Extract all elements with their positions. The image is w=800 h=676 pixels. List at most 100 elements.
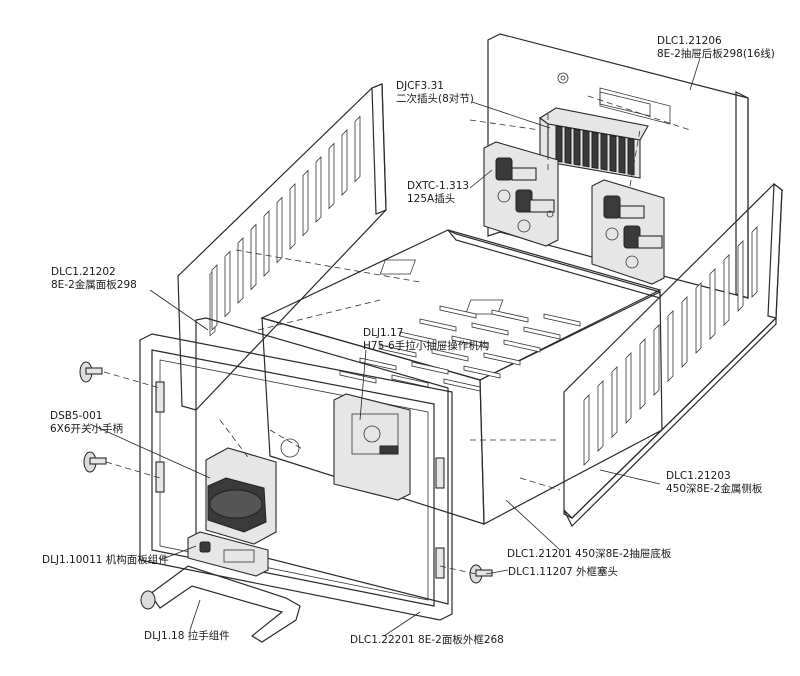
tray-slot xyxy=(451,335,489,349)
plug-tooth xyxy=(591,131,599,169)
label-face-frame-desc: 8E-2面板外框268 xyxy=(418,634,504,646)
right-panel-slot xyxy=(667,310,674,382)
label-frame-plug-code: DLC1.11207 xyxy=(508,566,573,578)
label-rear-panel-desc: 8E-2抽屉后板298(16线) xyxy=(657,48,775,60)
label-main-plug-desc: 125A插头 xyxy=(407,193,456,205)
frame-plug-left-top xyxy=(79,361,103,383)
assembly-dashed-lines xyxy=(103,95,691,575)
frame-plug-left-bottom xyxy=(83,451,107,473)
label-bottom-panel-desc: 450深8E-2抽屉底板 xyxy=(575,548,672,560)
right-panel-slot xyxy=(709,268,716,340)
label-secondary-plug-code: DJCF3.31 xyxy=(396,80,444,92)
leader-lines xyxy=(89,57,701,637)
label-side-panel-code: DLC1.21203 xyxy=(666,470,731,482)
mechanism-face-plate xyxy=(187,531,269,577)
right-panel-slot xyxy=(681,296,688,368)
left-panel-slot xyxy=(224,250,231,318)
right-side-panel xyxy=(563,182,783,528)
label-pull-handle-assembly-text: DLJ1.18 拉手组件 xyxy=(144,630,230,643)
tray-slot xyxy=(439,305,477,319)
right-panel-slot xyxy=(653,324,660,396)
metal-face-panel xyxy=(195,317,449,605)
tray-slot xyxy=(443,378,481,392)
left-panel-slot xyxy=(302,169,309,237)
right-panel-slot xyxy=(611,366,618,438)
label-frame-plug-desc: 外框塞头 xyxy=(576,566,619,578)
tray-slot xyxy=(431,348,469,362)
right-panel-slot xyxy=(751,226,758,298)
left-panel-slot xyxy=(354,115,361,183)
label-bottom-panel-code: DLC1.21201 xyxy=(507,548,572,560)
plug-tooth xyxy=(609,135,617,173)
label-mechanism-panel-assembly-text: DLJ1.10011 机构面板组件 xyxy=(42,554,169,567)
label-main-plug: DXTC-1.313 125A插头 xyxy=(407,180,469,206)
tray-slot xyxy=(359,357,397,371)
right-panel-slot xyxy=(695,282,702,354)
label-frame-plug: DLC1.11207 外框塞头 xyxy=(508,566,618,579)
label-secondary-plug-desc: 二次插头(8对节) xyxy=(396,93,474,105)
label-mechanism-panel-assembly: DLJ1.10011 机构面板组件 xyxy=(42,554,169,567)
label-face-frame: DLC1.22201 8E-2面板外框268 xyxy=(350,634,504,647)
left-panel-slot xyxy=(237,237,244,304)
label-mechanism-panel-assembly-code: DLJ1.10011 xyxy=(42,554,103,566)
label-secondary-plug: DJCF3.31 二次插头(8对节) xyxy=(396,80,474,106)
plug-tooth xyxy=(564,127,572,165)
right-panel-slot xyxy=(583,394,590,466)
left-panel-slot xyxy=(289,183,296,250)
left-panel-slot xyxy=(250,223,257,291)
right-panel-slot xyxy=(723,254,730,326)
label-rear-panel: DLC1.21206 8E-2抽屉后板298(16线) xyxy=(657,35,775,61)
right-panel-slot xyxy=(639,338,646,410)
label-face-frame-code: DLC1.22201 xyxy=(350,634,415,646)
tray-slot xyxy=(483,352,521,366)
tray-slot xyxy=(503,339,541,353)
left-panel-slot xyxy=(263,210,270,277)
label-bottom-panel-text: DLC1.21201 450深8E-2抽屉底板 xyxy=(507,548,671,561)
label-mechanism-panel-assembly-desc: 机构面板组件 xyxy=(105,554,169,566)
right-panel-slot xyxy=(597,380,604,452)
tray-slot xyxy=(491,309,529,323)
label-metal-face-panel: DLC1.21202 8E-2金属面板298 xyxy=(51,266,137,292)
label-metal-face-panel-code: DLC1.21202 xyxy=(51,266,116,278)
label-switch-handle-code: DSB5-001 xyxy=(50,410,103,422)
secondary-plug-block xyxy=(539,107,649,179)
label-pull-handle-assembly-code: DLJ1.18 xyxy=(144,630,185,642)
tray-slot xyxy=(399,331,437,345)
label-frame-plug-text: DLC1.11207 外框塞头 xyxy=(508,566,618,579)
left-panel-slot xyxy=(211,264,218,331)
right-panel-slot xyxy=(737,240,744,312)
left-panel-slot xyxy=(315,156,322,223)
rear-panel xyxy=(487,33,749,299)
tray-slot xyxy=(419,318,457,332)
plug-tooth xyxy=(627,138,635,176)
left-panel-slot xyxy=(341,129,348,196)
right-panel-slot xyxy=(625,352,632,424)
tray-slot xyxy=(379,344,417,358)
label-side-panel-desc: 450深8E-2金属侧板 xyxy=(666,483,763,495)
label-metal-face-panel-desc: 8E-2金属面板298 xyxy=(51,279,137,291)
plug-tooth xyxy=(618,136,626,174)
operating-mechanism xyxy=(333,393,411,501)
label-rear-panel-code: DLC1.21206 xyxy=(657,35,722,47)
tray-slot xyxy=(339,370,377,384)
label-bottom-panel: DLC1.21201 450深8E-2抽屉底板 xyxy=(507,548,671,561)
label-pull-handle-assembly-desc: 拉手组件 xyxy=(187,630,230,642)
label-pull-handle-assembly: DLJ1.18 拉手组件 xyxy=(144,630,230,643)
label-side-panel: DLC1.21203 450深8E-2金属侧板 xyxy=(666,470,762,496)
drawer-bottom-tray xyxy=(260,229,663,525)
label-switch-handle: DSB5-001 6X6开关小手柄 xyxy=(50,410,123,436)
left-panel-slot xyxy=(328,142,335,210)
tray-slot xyxy=(523,326,561,340)
plug-tooth xyxy=(555,125,563,163)
tray-slot xyxy=(543,313,581,327)
main-plug-left xyxy=(483,141,559,247)
pull-handle xyxy=(140,565,301,643)
label-operating-mechanism-desc: H75-6手拉小抽屉操作机构 xyxy=(363,340,490,352)
rotary-switch-handle xyxy=(205,438,300,545)
left-panel-slots xyxy=(211,115,361,331)
main-plug-right xyxy=(591,179,665,285)
label-operating-mechanism: DLJ1.17 H75-6手拉小抽屉操作机构 xyxy=(363,327,489,353)
label-operating-mechanism-code: DLJ1.17 xyxy=(363,327,404,339)
